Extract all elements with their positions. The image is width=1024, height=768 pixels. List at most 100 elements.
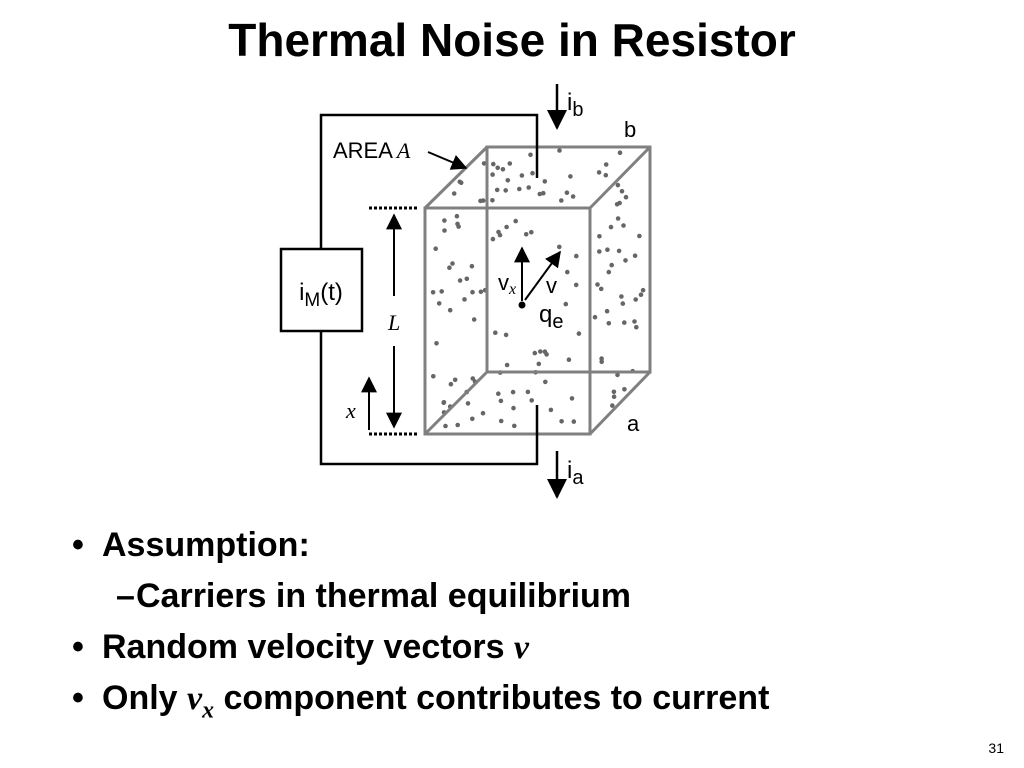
carrier-dot	[443, 423, 448, 429]
circuit-wire	[319, 113, 539, 466]
carrier-dot	[434, 341, 439, 346]
carrier-dot	[557, 148, 562, 153]
carrier-dot	[608, 224, 614, 230]
carrier-dot	[503, 332, 509, 338]
carrier-dot	[517, 186, 522, 192]
carrier-dot	[470, 289, 475, 295]
carrier-dot	[452, 377, 458, 383]
carrier-dot	[573, 282, 579, 288]
carrier-dot	[611, 394, 617, 400]
carrier-dot	[430, 290, 436, 295]
carrier-dot	[542, 179, 548, 184]
carrier-dot	[495, 165, 501, 171]
carrier-dot	[462, 297, 467, 302]
carrier-dot	[470, 416, 475, 422]
carrier-dot	[597, 249, 602, 254]
node-b-label: b	[624, 117, 636, 142]
carrier-dot	[543, 379, 548, 385]
carrier-dot	[563, 301, 569, 307]
page-number: 31	[988, 740, 1004, 756]
bullet-item-velocity: • Random velocity vectors v	[72, 622, 972, 673]
bullet-glyph: •	[72, 526, 84, 564]
carrier-dot	[622, 387, 627, 392]
carrier-dot	[496, 391, 501, 397]
carrier-dot	[491, 161, 496, 167]
carrier-dot	[605, 247, 610, 252]
carrier-dot	[536, 361, 542, 367]
current-source-label: iM(t)	[299, 279, 343, 311]
carrier-dot	[512, 423, 517, 429]
carrier-dot	[619, 294, 624, 299]
carrier-dot	[457, 179, 463, 185]
carrier-dot	[507, 161, 513, 166]
current-a-label: ia	[567, 457, 584, 489]
carrier-dot	[494, 187, 500, 193]
carrier-dot	[541, 190, 546, 196]
carrier-dot	[571, 419, 577, 424]
sub-bullet-text: Carriers in thermal equilibrium	[136, 577, 632, 615]
carrier-dot	[442, 228, 447, 233]
carrier-dot	[469, 263, 475, 269]
carrier-dot	[455, 422, 461, 428]
carrier-dot	[621, 223, 626, 228]
carrier-dot	[528, 152, 533, 158]
carrier-dot	[609, 262, 614, 268]
current-b-label: ib	[567, 89, 583, 121]
resistor-cube	[423, 145, 652, 436]
carrier-dot	[616, 248, 622, 254]
carrier-dot	[615, 182, 621, 188]
carrier-dot	[599, 359, 604, 365]
node-a-label: a	[627, 411, 640, 436]
carrier-dots	[430, 148, 646, 429]
carrier-dot	[538, 349, 543, 354]
carrier-dot	[511, 405, 516, 411]
carrier-dot	[451, 191, 457, 196]
carrier-dot	[615, 216, 621, 221]
bullet-item-assumption: • Assumption:	[72, 520, 972, 571]
carrier-dot	[617, 150, 623, 155]
carrier-dot	[603, 172, 609, 178]
carrier-dot	[439, 289, 445, 294]
current-source-box	[279, 247, 364, 333]
carrier-dot	[537, 191, 543, 197]
carrier-dot	[599, 356, 604, 361]
carrier-dot	[634, 324, 639, 330]
charge-carrier-dot	[518, 301, 526, 309]
carrier-dot	[532, 350, 538, 356]
position-x-label: x	[345, 398, 356, 423]
bullet-glyph: •	[72, 679, 84, 717]
carrier-dot	[493, 330, 498, 336]
carrier-dot	[447, 307, 453, 313]
carrier-dot	[500, 167, 506, 172]
carrier-dot	[559, 198, 564, 203]
carrier-dot	[525, 389, 531, 395]
bullet-text: Assumption:	[102, 526, 310, 564]
carrier-dot	[610, 403, 615, 408]
carrier-dot	[530, 170, 535, 176]
carrier-dot	[559, 419, 564, 424]
velocity-label: v	[546, 273, 557, 298]
carrier-dot	[454, 213, 460, 219]
carrier-dot	[568, 174, 573, 179]
carrier-dot	[617, 200, 622, 206]
carrier-dot	[480, 410, 486, 416]
carrier-dot	[570, 194, 576, 199]
carrier-dot	[505, 178, 511, 183]
length-label: L	[387, 310, 400, 335]
sub-bullet-item-equilibrium: – Carriers in thermal equilibrium	[72, 571, 972, 622]
area-pointer-arrow	[427, 151, 468, 170]
carrier-dot	[496, 229, 501, 235]
carrier-dot	[548, 407, 554, 413]
carrier-dot	[597, 234, 602, 239]
bullet-text: Random velocity vectors v	[102, 628, 530, 666]
carrier-dot	[529, 229, 534, 235]
carrier-dot	[574, 253, 579, 259]
carrier-dot	[640, 287, 646, 293]
carrier-dot	[557, 244, 562, 250]
carrier-dot	[622, 320, 627, 325]
carrier-dot	[529, 398, 534, 403]
slide-title: Thermal Noise in Resistor	[228, 14, 796, 66]
carrier-dot	[576, 331, 582, 336]
carrier-dot	[592, 314, 598, 320]
carrier-dot	[441, 400, 447, 406]
